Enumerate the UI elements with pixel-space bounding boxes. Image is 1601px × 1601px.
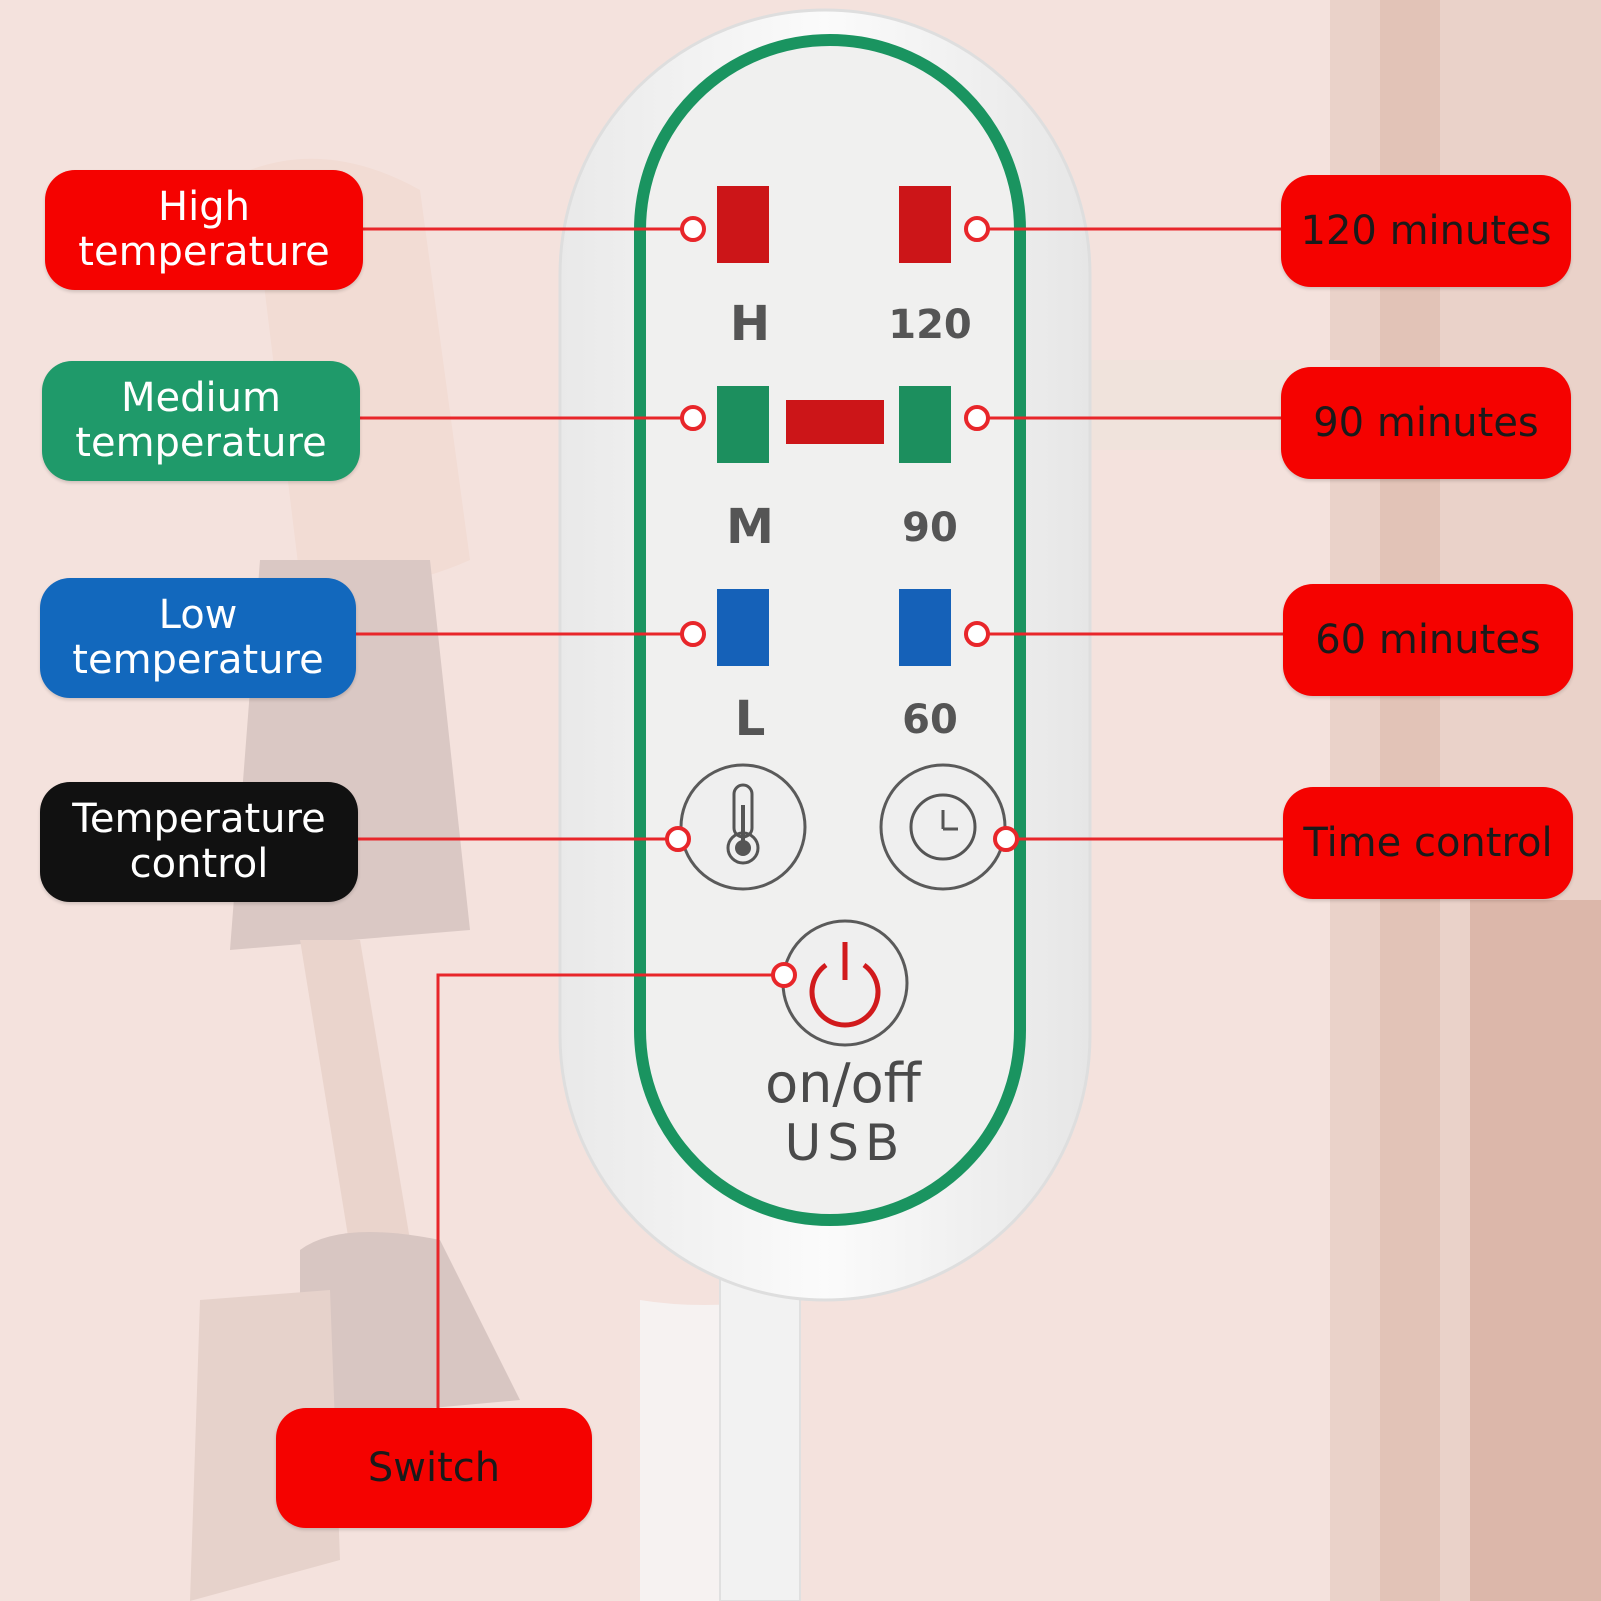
time-button[interactable]: [879, 763, 1007, 891]
indicator-high: [717, 186, 769, 263]
indicator-center-red: [786, 400, 884, 444]
power-icon: [809, 942, 881, 1028]
label-90-minutes: 90 minutes: [1281, 367, 1571, 479]
button-text-usb: USB: [785, 1114, 906, 1172]
label-time-control: Time control: [1283, 787, 1573, 899]
leader-lines: [356, 227, 1283, 1408]
time-90-text: 90: [902, 505, 958, 551]
power-button[interactable]: [781, 919, 909, 1047]
indicator-medium: [717, 386, 769, 463]
dot-time-control: [993, 826, 1019, 852]
indicator-low: [717, 589, 769, 666]
thermometer-icon: [726, 783, 760, 865]
label-low-temperature: Low temperature: [40, 578, 356, 698]
label-medium-temperature: Medium temperature: [42, 361, 360, 481]
level-l-text: L: [735, 691, 766, 747]
level-m-text: M: [726, 499, 774, 555]
label-temperature-control: Temperature control: [40, 782, 358, 902]
label-60-minutes: 60 minutes: [1283, 584, 1573, 696]
dot-60: [964, 621, 990, 647]
level-h-text: H: [730, 296, 770, 352]
label-120-minutes: 120 minutes: [1281, 175, 1571, 287]
indicator-90: [899, 386, 951, 463]
dot-medium: [680, 405, 706, 431]
dot-120: [964, 216, 990, 242]
dot-low: [680, 621, 706, 647]
dot-90: [964, 405, 990, 431]
indicator-60: [899, 589, 951, 666]
button-text-onoff: on/off: [765, 1052, 922, 1115]
dot-switch: [771, 962, 797, 988]
controller-panel: [634, 34, 1026, 1226]
usb-cable: [719, 1269, 801, 1601]
label-high-temperature: High temperature: [45, 170, 363, 290]
dot-high: [680, 216, 706, 242]
label-switch: Switch: [276, 1408, 592, 1528]
callout-dots: [665, 216, 1019, 988]
dot-temperature-control: [665, 826, 691, 852]
time-60-text: 60: [902, 697, 958, 743]
time-120-text: 120: [888, 302, 972, 348]
temperature-button[interactable]: [679, 763, 807, 891]
indicator-120: [899, 186, 951, 263]
clock-icon: [909, 793, 977, 861]
